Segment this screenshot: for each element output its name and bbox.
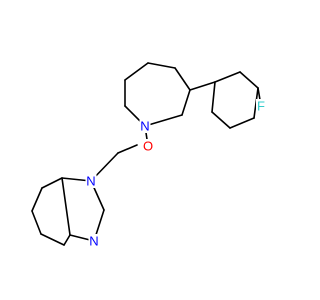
bond-azepane-3 [124, 62, 149, 81]
label-mask-o-carbonyl [142, 139, 154, 153]
bond-phenyl-2 [239, 71, 259, 89]
bond-benzo-5 [63, 234, 71, 246]
atom-label-f-fluoro: F [257, 99, 265, 114]
bond-azepane-6 [181, 89, 191, 116]
bond-phenyl-6 [211, 81, 216, 113]
atom-label-n-azepane: N [140, 119, 149, 134]
label-mask-n-azepane [139, 119, 151, 133]
bond-azepane-7 [144, 114, 183, 127]
label-mask-n-benzimidazole-1 [85, 174, 97, 188]
bond-group [31, 62, 262, 246]
atom-label-n-benzimidazole-1: N [86, 174, 95, 189]
label-mask-f-fluoro [256, 99, 266, 113]
bond-phenyl-4 [229, 117, 255, 129]
bond-azepane-5 [174, 67, 191, 91]
bond-azepane-4 [147, 62, 176, 69]
atom-label-n-benzimidazole-3: N [89, 234, 98, 249]
label-mask-n-benzimidazole-3 [88, 234, 100, 248]
bond-c3a-c7a [61, 177, 71, 236]
atom-label-o-carbonyl: O [143, 139, 153, 154]
bond-ring-link [189, 81, 216, 91]
molecule-diagram: N O N N F [31, 62, 266, 249]
bond-phenyl-5 [211, 111, 231, 129]
bond-benzo-3 [31, 210, 42, 235]
bond-benzo-4 [40, 233, 65, 246]
structure-drawing: N O N N F [31, 62, 266, 249]
atom-label-group: N O N N F [85, 99, 266, 249]
bond-benzo-2 [31, 187, 43, 212]
bond-phenyl-1 [214, 71, 241, 83]
bond-benzo-1 [41, 177, 63, 189]
bond-carbonyl-ch2 [117, 144, 138, 154]
